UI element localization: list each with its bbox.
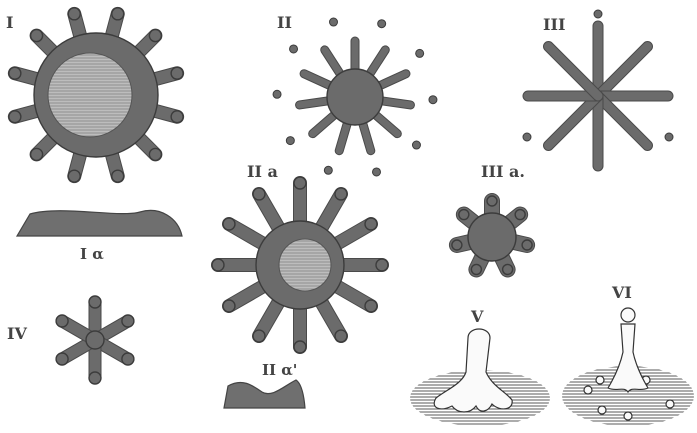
figure-IV-arm-tip — [89, 296, 101, 308]
figure-IV — [56, 296, 134, 384]
figure-II-droplet — [330, 18, 338, 26]
figure-V — [410, 329, 550, 426]
figure-III-spoke — [598, 96, 647, 145]
figure-I-ray-tip — [68, 170, 80, 182]
figure-II-a-ray-tip — [294, 177, 306, 189]
figure-II-a-ray-tip — [365, 218, 377, 230]
figure-IV-arm-tip — [56, 315, 68, 327]
figure-II-a-ray-tip — [253, 330, 265, 342]
figure-III-a-arm-tip — [515, 210, 525, 220]
figure-II-a-ray-tip — [294, 341, 306, 353]
figure-II-droplet — [290, 45, 298, 53]
figure-II-a-ray-tip — [223, 300, 235, 312]
figure-III-a-arm-tip — [487, 196, 497, 206]
label-V: V — [470, 307, 484, 326]
figure-VI-pore — [584, 386, 592, 394]
figure-II-body — [327, 69, 383, 125]
figure-I-ray-tip — [9, 67, 21, 79]
figure-II-a-ray-tip — [365, 300, 377, 312]
figure-I-ray-tip — [149, 30, 161, 42]
figure-I — [9, 8, 183, 182]
figure-II-droplet — [378, 20, 386, 28]
label-II-a: II a — [247, 162, 278, 181]
figure-III-droplet — [523, 133, 531, 141]
figure-I-ray-tip — [149, 148, 161, 160]
figure-III-droplet — [594, 10, 602, 18]
figure-II-droplet — [416, 49, 424, 57]
label-I: I — [6, 13, 13, 32]
figure-I-ray-tip — [112, 170, 124, 182]
figure-V-stalk — [434, 329, 512, 412]
figure-IV-body — [86, 331, 104, 349]
figure-I-ray-tip — [31, 148, 43, 160]
label-III-a: III a. — [481, 162, 525, 181]
figure-VI-pore — [596, 376, 604, 384]
figure-II-a — [212, 177, 388, 353]
figure-IV-arm-tip — [122, 315, 134, 327]
figure-II-droplet — [273, 90, 281, 98]
figure-II-droplet — [429, 96, 437, 104]
figure-VI-column — [608, 324, 648, 392]
label-VI: VI — [611, 283, 632, 302]
figure-I-core — [48, 53, 132, 137]
figure-II — [273, 18, 437, 176]
figure-III-a-body — [468, 213, 516, 261]
label-III: III — [543, 15, 565, 34]
figure-II-a-ray-tip — [335, 330, 347, 342]
figure-II-a-ray-tip — [253, 188, 265, 200]
figure-III-spoke — [549, 96, 598, 145]
figure-III-a-arm-tip — [503, 264, 513, 274]
figure-VI-pore — [666, 400, 674, 408]
label-II: II — [277, 13, 292, 32]
figure-I-ray-tip — [171, 67, 183, 79]
figure-I-alpha-profile — [17, 210, 182, 236]
figure-II-a-core — [279, 239, 331, 291]
figure-III-a-arm-tip — [452, 240, 462, 250]
figure-VI-head — [621, 308, 635, 322]
figure-III-a-arm-tip — [522, 240, 532, 250]
figure-VI-pore — [624, 412, 632, 420]
figure-II-a-ray-tip — [223, 218, 235, 230]
figure-II-alpha-profile — [224, 380, 305, 408]
label-IV: IV — [7, 324, 27, 343]
figure-II-droplet — [286, 137, 294, 145]
figure-III-spokes — [528, 26, 668, 166]
figure-II-droplet — [324, 166, 332, 174]
figure-I-ray-tip — [9, 111, 21, 123]
figure-II-a-ray-tip — [335, 188, 347, 200]
figure-VI-pore — [598, 406, 606, 414]
figure-I-ray-tip — [31, 30, 43, 42]
figure-II-droplet — [372, 168, 380, 176]
figure-I-ray-tip — [171, 111, 183, 123]
figure-IV-arm-tip — [122, 353, 134, 365]
figure-III-a — [452, 196, 532, 274]
label-I-alpha: I α — [80, 245, 104, 263]
figure-III-droplet — [665, 133, 673, 141]
figure-I-ray-tip — [112, 8, 124, 20]
figure-I-ray-tip — [68, 8, 80, 20]
figure-VI — [562, 308, 694, 426]
figure-IV-arm-tip — [89, 372, 101, 384]
label-II-alpha: II α' — [262, 361, 297, 379]
figure-III-a-arm-tip — [471, 264, 481, 274]
figure-IV-arm-tip — [56, 353, 68, 365]
figure-III-spoke — [549, 47, 598, 96]
figure-II-a-ray-tip — [212, 259, 224, 271]
figure-III-spoke — [598, 47, 647, 96]
figure-II-droplet — [412, 141, 420, 149]
figure-III-a-arm-tip — [459, 210, 469, 220]
figure-II-a-ray-tip — [376, 259, 388, 271]
